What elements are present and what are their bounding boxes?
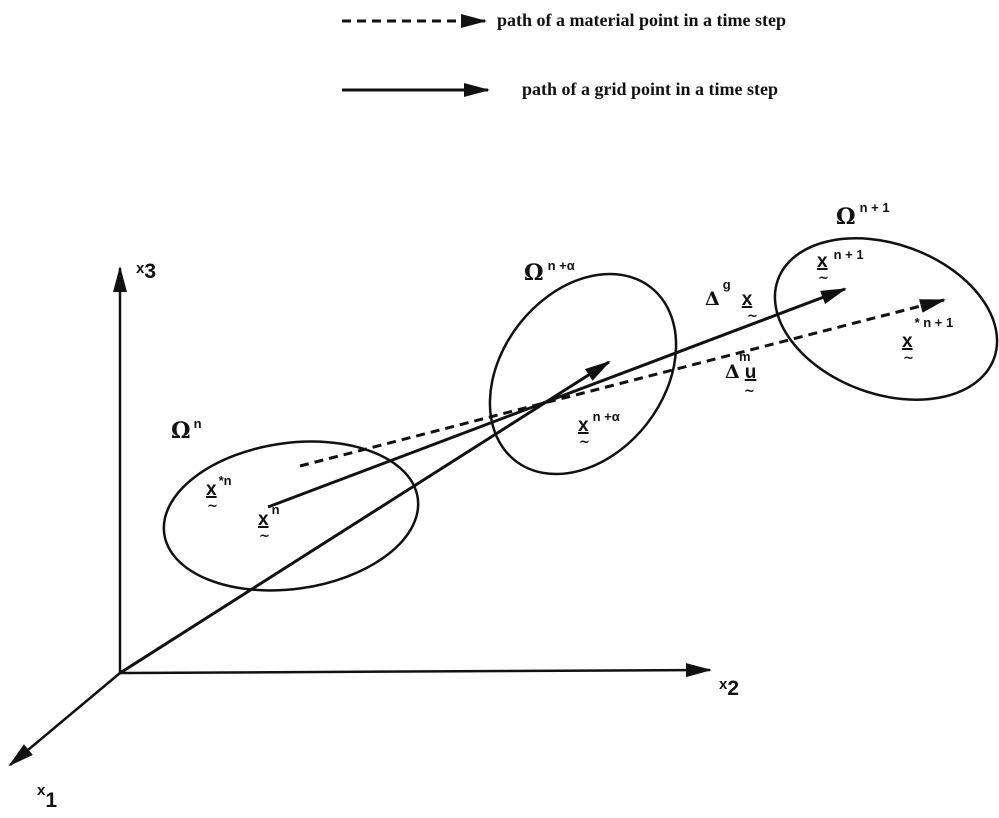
- x-n-base: x: [258, 509, 269, 530]
- delta-u-m-tilde: ~: [744, 384, 755, 399]
- axis-x2-line: [119, 663, 712, 678]
- delta-g-x-vec: x: [741, 289, 753, 310]
- omega-n1-sup: n + 1: [859, 200, 890, 215]
- domain-omega-n: [162, 440, 420, 592]
- delta-u-m-vec: u: [744, 362, 757, 383]
- x-star-n-base: x: [206, 479, 217, 500]
- axis-x2-base: x: [719, 676, 728, 693]
- x-star-n1-label: x* n + 1: [902, 316, 953, 352]
- axis-x1-line: [8, 672, 121, 767]
- x-n-alpha-tilde: ~: [579, 435, 590, 450]
- axis-x2-label: x2: [719, 672, 739, 699]
- x-n-alpha-sup: n +α: [592, 409, 620, 424]
- delta-g-x-sup: g: [722, 277, 731, 292]
- delta-g-x-label: Δgx: [705, 278, 753, 310]
- x-n-sup: n: [271, 502, 280, 517]
- x-star-n-sup: *n: [218, 473, 232, 488]
- x-star-n1-base: x: [902, 331, 913, 352]
- grid-path-origin-to-x-n-alpha: [119, 360, 611, 675]
- domain-omega-n1: [773, 237, 999, 401]
- x-n1-label: x n + 1: [817, 248, 864, 272]
- legend-grid-path-label: path of a grid point in a time step: [522, 79, 779, 99]
- omega-n1-base: Ω: [836, 204, 856, 230]
- grid-path-x-n-to-x-n1: [267, 287, 847, 509]
- axis-x1-base: x: [37, 782, 46, 799]
- axis-x3-sub: 3: [144, 260, 157, 283]
- x-star-n1-tilde: ~: [903, 351, 914, 366]
- omega-n-base: Ω: [171, 418, 191, 444]
- material-path-x-star-n-to-x-star-n1: [299, 298, 946, 468]
- delta-u-m-delta: Δ: [725, 361, 740, 383]
- x-star-n-label: x*n: [206, 474, 232, 500]
- delta-u-m-sup: m: [739, 349, 751, 364]
- axis-x3-label: x3: [136, 256, 156, 282]
- x-star-n-tilde: ~: [207, 499, 218, 514]
- x-n-tilde: ~: [259, 529, 270, 544]
- legend-material-path-label: path of a material point in a time step: [497, 10, 786, 30]
- delta-g-x-tilde: ~: [747, 309, 758, 324]
- domain-omega-n-alpha: [488, 272, 678, 476]
- x-n-alpha-base: x: [578, 415, 589, 436]
- omega-n-alpha-sup: n +α: [547, 258, 575, 273]
- delta-g-x-delta: Δ: [705, 288, 720, 310]
- x-n1-base: x: [817, 251, 828, 272]
- axis-x2-sub: 2: [727, 677, 740, 700]
- x-n1-sup: n + 1: [833, 247, 864, 262]
- axis-x3-base: x: [136, 260, 145, 277]
- x-star-n1-sup: * n + 1: [914, 315, 954, 330]
- axis-x1-label: x1: [37, 778, 57, 811]
- omega-n-sup: n: [193, 416, 202, 431]
- x-n1-tilde: ~: [818, 271, 829, 286]
- omega-n-alpha-base: Ω: [524, 260, 544, 286]
- axis-x1-sub: 1: [45, 789, 58, 812]
